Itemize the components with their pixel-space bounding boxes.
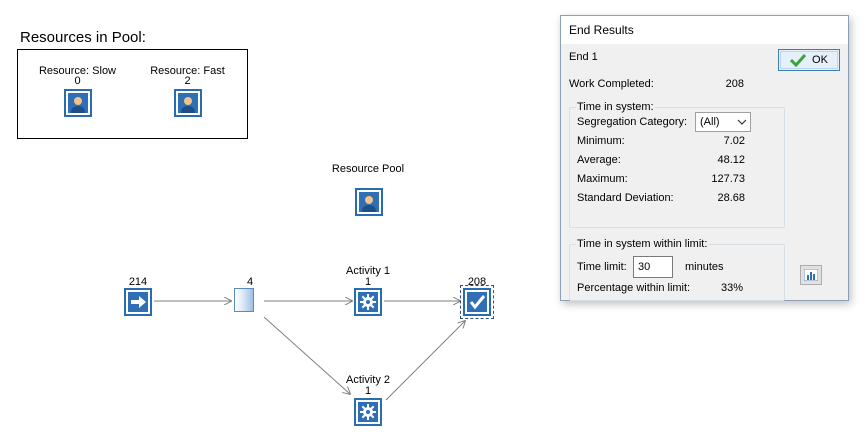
end-name: End 1 [569,51,598,63]
resource-pool-icon[interactable] [355,188,383,216]
resource-slow-icon[interactable] [64,89,92,117]
time-in-system-title: Time in system: [576,101,655,113]
percentage-within-limit-value: 33% [720,282,743,294]
ok-button-label: OK [812,54,828,66]
resource-pool-label: Resource Pool [331,163,405,175]
chevron-down-icon [737,119,747,125]
arrow-right-icon [131,296,146,308]
resource-slow-label: Resource: Slow [38,65,117,77]
standard-deviation-value: 28.68 [717,192,745,204]
activity2-node[interactable] [354,398,382,426]
dialog-title: End Results [561,16,848,44]
time-limit-label: Time limit: [577,261,627,273]
activity1-label: Activity 1 [345,265,390,277]
activity2-label: Activity 2 [345,374,390,386]
standard-deviation-label: Standard Deviation: [577,192,674,204]
person-icon [71,97,85,113]
gear-icon [360,404,376,420]
ok-button[interactable]: OK [778,49,840,71]
activity1-count: 1 [364,276,372,288]
segregation-category-value: (All) [700,116,720,128]
end-count: 208 [467,276,487,288]
time-limit-input[interactable] [633,256,673,278]
resource-fast-count: 2 [184,75,191,87]
queue-node[interactable] [234,288,254,312]
person-icon [181,97,195,113]
resource-fast-label: Resource: Fast [150,65,225,77]
segregation-category-label: Segregation Category: [577,116,688,128]
person-icon [362,196,376,212]
chart-button[interactable] [800,265,822,285]
checkmark-icon [790,53,807,67]
connector-queue-activity2 [263,316,350,394]
within-limit-group: Time in system within limit: [569,238,785,301]
average-label: Average: [577,154,621,166]
percentage-within-limit-label: Percentage within limit: [577,282,691,294]
activity1-node[interactable] [354,288,382,316]
end-node[interactable] [460,285,494,319]
start-count: 214 [128,276,148,288]
maximum-label: Maximum: [577,173,628,185]
queue-count: 4 [246,276,254,288]
time-limit-unit: minutes [685,261,724,273]
work-completed-value: 208 [725,78,744,90]
end-results-dialog: End Results End 1 OK Work Completed: 208… [560,15,849,301]
maximum-value: 127.73 [711,173,745,185]
time-in-system-group: Time in system: [569,101,785,228]
segregation-category-select[interactable]: (All) [695,112,751,132]
within-limit-title: Time in system within limit: [576,238,709,250]
resource-slow-count: 0 [74,75,81,87]
minimum-label: Minimum: [577,135,625,147]
resources-in-pool-title: Resources in Pool: [20,29,146,46]
resource-fast-icon[interactable] [174,89,202,117]
gear-icon [360,294,376,310]
connector-activity2-end [385,321,465,401]
chart-icon [804,269,818,281]
average-value: 48.12 [717,154,745,166]
checkmark-icon [469,295,486,310]
work-completed-label: Work Completed: [569,78,654,90]
resources-in-pool-panel [17,49,248,139]
minimum-value: 7.02 [723,135,745,147]
start-node[interactable] [124,288,152,316]
activity2-count: 1 [364,385,372,397]
